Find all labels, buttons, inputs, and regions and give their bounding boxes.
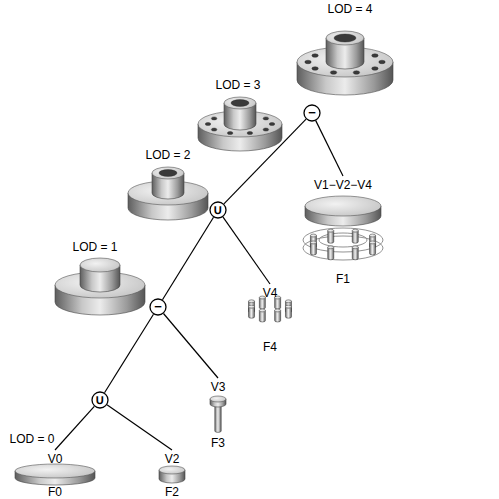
hole — [379, 60, 385, 64]
hole — [205, 122, 211, 125]
pin — [249, 305, 255, 318]
operator-symbol: − — [303, 104, 321, 122]
hole — [247, 131, 253, 134]
operator-symbol: ∪ — [91, 391, 109, 409]
pin — [370, 241, 376, 255]
leaf-f1-part — [303, 196, 383, 260]
volume-label: V0 — [48, 452, 63, 466]
operator-circle: − — [149, 298, 167, 316]
leaf-primitive: V2F2 — [165, 450, 180, 499]
pin — [310, 241, 316, 255]
hole — [312, 54, 318, 58]
operator-symbol: − — [149, 298, 167, 316]
feature-label: F0 — [48, 485, 62, 499]
pin — [275, 309, 281, 322]
tree-edge — [162, 217, 213, 300]
lod1-part — [55, 258, 145, 315]
hole — [372, 67, 378, 71]
tree-edge — [107, 405, 172, 450]
hole — [263, 128, 269, 131]
hole — [330, 71, 336, 75]
leaf-primitive: V4F4 — [263, 284, 278, 354]
lod-label: LOD = 0 — [9, 432, 54, 446]
pin — [259, 309, 265, 322]
hole — [334, 34, 356, 42]
pin — [285, 305, 291, 318]
volume-label: V4 — [263, 286, 278, 300]
tree-edge — [104, 314, 153, 393]
hole — [263, 117, 269, 120]
bolt-head — [210, 396, 226, 407]
cylinder — [159, 466, 185, 483]
tree-edge — [223, 217, 270, 284]
hole — [372, 54, 378, 58]
leaf-primitive: V1−V2−V4F1 — [314, 176, 372, 286]
volume-label: V3 — [211, 380, 226, 394]
hole — [227, 131, 233, 134]
feature-label: F1 — [336, 272, 350, 286]
lod-label: LOD = 2 — [145, 148, 190, 162]
lod2-part — [128, 167, 208, 220]
hole — [231, 100, 249, 107]
lod-label: LOD = 4 — [327, 2, 372, 16]
tree-edge — [224, 119, 306, 204]
tree-edge — [163, 313, 218, 378]
operator-circle: ∪ — [209, 201, 227, 219]
hub — [224, 97, 256, 130]
hole — [312, 67, 318, 71]
hub — [152, 167, 184, 199]
hub — [80, 258, 120, 292]
tree-edge — [316, 121, 343, 176]
pin — [352, 246, 358, 260]
volume-label: V1−V2−V4 — [314, 178, 372, 192]
pin — [328, 229, 334, 243]
tree-edge — [55, 406, 94, 450]
feature-label: F4 — [263, 340, 277, 354]
volume-label: V2 — [165, 452, 180, 466]
lod-label: LOD = 1 — [72, 240, 117, 254]
operator-symbol: ∪ — [209, 201, 227, 219]
hub — [326, 31, 364, 69]
feature-label: F2 — [165, 485, 179, 499]
pin — [328, 246, 334, 260]
leaf-primitive: V0F0 — [48, 450, 63, 499]
operator-circle: − — [303, 104, 321, 122]
hole — [269, 122, 275, 125]
lod-label: LOD = 3 — [215, 78, 260, 92]
leaf-f3-part — [210, 396, 226, 432]
hole — [211, 117, 217, 120]
lod4-part — [297, 31, 393, 95]
disk — [305, 196, 381, 226]
leaf-f0-part — [15, 464, 95, 485]
hole — [305, 60, 311, 64]
hole — [211, 128, 217, 131]
disk — [15, 464, 95, 485]
leaf-primitive: V3F3 — [211, 378, 226, 450]
pin — [352, 229, 358, 243]
hole — [353, 71, 359, 75]
feature-label: F3 — [211, 436, 225, 450]
lod3-part — [198, 97, 282, 151]
leaf-f2-part — [159, 466, 185, 483]
operator-circle: ∪ — [91, 391, 109, 409]
hole — [159, 170, 177, 177]
